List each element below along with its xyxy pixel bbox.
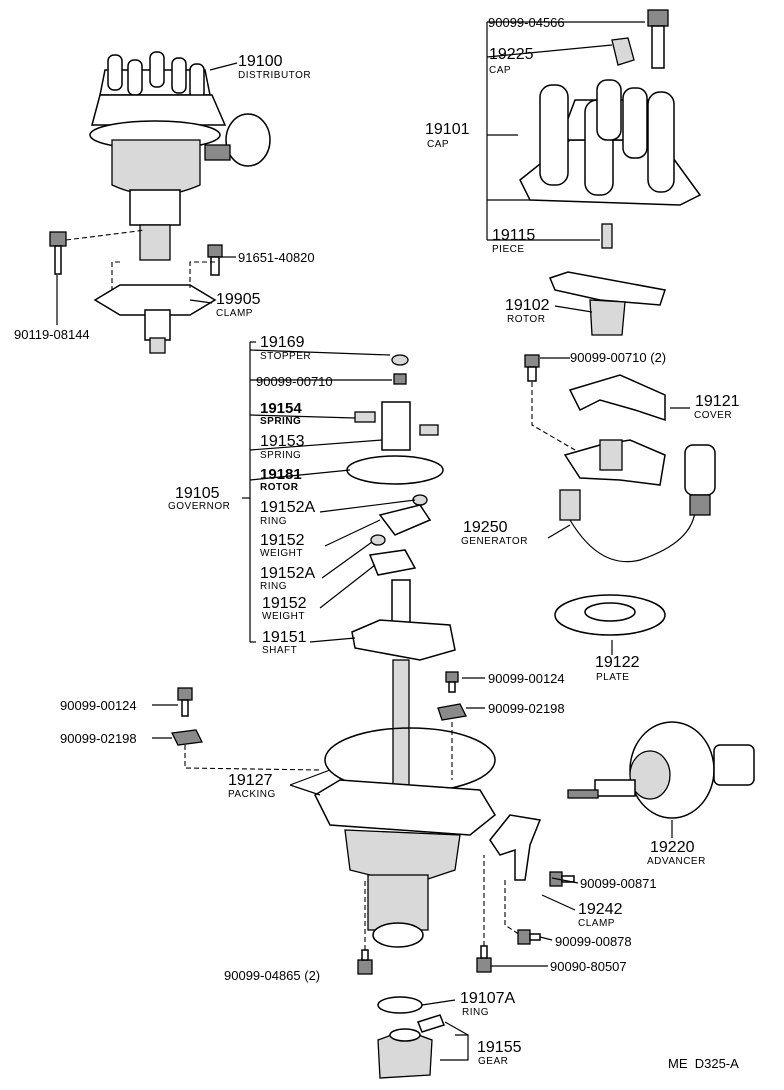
bolt-90099-04566-drawing (647, 9, 669, 69)
label-19181-name: ROTOR (260, 482, 299, 493)
label-19152a-number-1: 19152A (260, 499, 315, 516)
plate-19122-drawing (554, 594, 666, 636)
label-90099-00124-left: 90099-00124 (60, 698, 137, 713)
label-90099-04865-2: 90099-04865 (2) (224, 968, 320, 983)
label-19225-name: CAP (489, 65, 511, 76)
diagram-code: ME D325-A (668, 1056, 739, 1071)
label-19152a-name-1: RING (260, 516, 287, 527)
cover-19121-drawing (568, 374, 666, 422)
label-19127-number: 19127 (228, 772, 273, 789)
label-19151-name: SHAFT (262, 645, 297, 656)
label-19121-name: COVER (694, 410, 732, 421)
label-19122-name: PLATE (596, 672, 629, 683)
screw-90099-00124-left-drawing (177, 687, 193, 717)
rotor-19102-drawing (548, 271, 666, 336)
label-19152-name-2: WEIGHT (262, 611, 305, 622)
label-19152-name-1: WEIGHT (260, 548, 303, 559)
label-19155-name: GEAR (478, 1056, 508, 1067)
label-19102-number: 19102 (505, 297, 550, 314)
gear-19155-drawing (377, 1014, 445, 1079)
label-19122-number: 19122 (595, 654, 640, 671)
distributor-assembly-drawing (89, 51, 271, 354)
label-19121-number: 19121 (695, 393, 740, 410)
label-19115-number: 19115 (492, 227, 535, 244)
label-19152a-name-2: RING (260, 581, 287, 592)
label-19107a-name: RING (462, 1007, 489, 1018)
label-19250-name: GENERATOR (461, 536, 528, 547)
label-91651-40820: 91651-40820 (238, 250, 315, 265)
label-90099-00871: 90099-00871 (580, 876, 657, 891)
label-90119-08144: 90119-08144 (14, 327, 90, 342)
label-19153-name: SPRING (260, 450, 301, 461)
generator-19250-drawing (559, 439, 716, 563)
clamp-19242-drawing (489, 814, 542, 881)
shaft-19151-drawing (392, 659, 410, 801)
label-19225-number: 19225 (489, 46, 534, 63)
label-19115-name: PIECE (492, 244, 525, 255)
label-90099-00878: 90099-00878 (555, 934, 632, 949)
label-19905-number: 19905 (216, 291, 261, 308)
label-19169-name: STOPPER (260, 351, 311, 362)
label-19220-number: 19220 (650, 839, 695, 856)
piece-19115-drawing (601, 223, 613, 249)
washer-90099-02198-left-drawing (171, 729, 203, 746)
bolt-90099-00878-drawing (517, 929, 541, 945)
label-90090-80507: 90090-80507 (550, 959, 627, 974)
label-19155-number: 19155 (477, 1039, 522, 1056)
label-90099-00124-right: 90099-00124 (488, 671, 565, 686)
screw-90099-00124-right-drawing (445, 671, 459, 693)
leader-lines (56, 21, 690, 1061)
advancer-19220-drawing (567, 721, 755, 819)
label-19152-number-2: 19152 (262, 595, 307, 612)
label-19905-name: CLAMP (216, 308, 253, 319)
label-19152a-number-2: 19152A (260, 565, 315, 582)
bolt-90099-00871-drawing (549, 871, 575, 887)
label-90099-00710: 90099-00710 (256, 374, 333, 389)
label-19102-name: ROTOR (507, 314, 545, 325)
label-19100-number: 19100 (238, 53, 283, 70)
bolt-90090-80507-drawing (476, 945, 492, 973)
label-19101-number: 19101 (425, 121, 470, 138)
label-90099-02198-left: 90099-02198 (60, 731, 137, 746)
housing-drawing (314, 779, 496, 948)
label-19181-number: 19181 (260, 466, 302, 483)
label-19250-number: 19250 (463, 519, 508, 536)
label-19107a-number: 19107A (460, 990, 515, 1007)
governor-stack-drawing (346, 354, 456, 661)
washer-90099-02198-right-drawing (437, 703, 467, 721)
label-19154-number: 19154 (260, 400, 302, 417)
cap-19101-drawing (519, 79, 702, 206)
label-19153-number: 19153 (260, 433, 305, 450)
label-19242-number: 19242 (578, 901, 623, 918)
label-19169-number: 19169 (260, 334, 305, 351)
label-19220-name: ADVANCER (647, 856, 706, 867)
label-19105-name: GOVERNOR (168, 501, 230, 512)
label-19242-name: CLAMP (578, 918, 615, 929)
bolt-90099-04865-drawing (357, 949, 373, 975)
label-19105-number: 19105 (175, 485, 220, 502)
cap-19225-drawing (611, 37, 635, 66)
label-19101-name: CAP (427, 139, 449, 150)
label-19100-name: DISTRIBUTOR (238, 70, 311, 81)
label-90099-04566: 90099-04566 (488, 15, 565, 30)
label-90099-02198-right: 90099-02198 (488, 701, 565, 716)
label-19154-name: SPRING (260, 416, 301, 427)
bolt-91651-40820-drawing (207, 244, 223, 276)
label-19151-number: 19151 (262, 629, 307, 646)
label-90099-00710-2: 90099-00710 (2) (570, 350, 666, 365)
bolt-90099-00710-2-drawing (524, 354, 540, 382)
label-19127-name: PACKING (228, 789, 276, 800)
label-19152-number-1: 19152 (260, 532, 305, 549)
bolt-90119-08144-drawing (49, 231, 67, 275)
ring-19107a-drawing (377, 996, 423, 1014)
labels: 90099-04566 19225 CAP 19101 CAP 19115 PI… (14, 15, 740, 1071)
